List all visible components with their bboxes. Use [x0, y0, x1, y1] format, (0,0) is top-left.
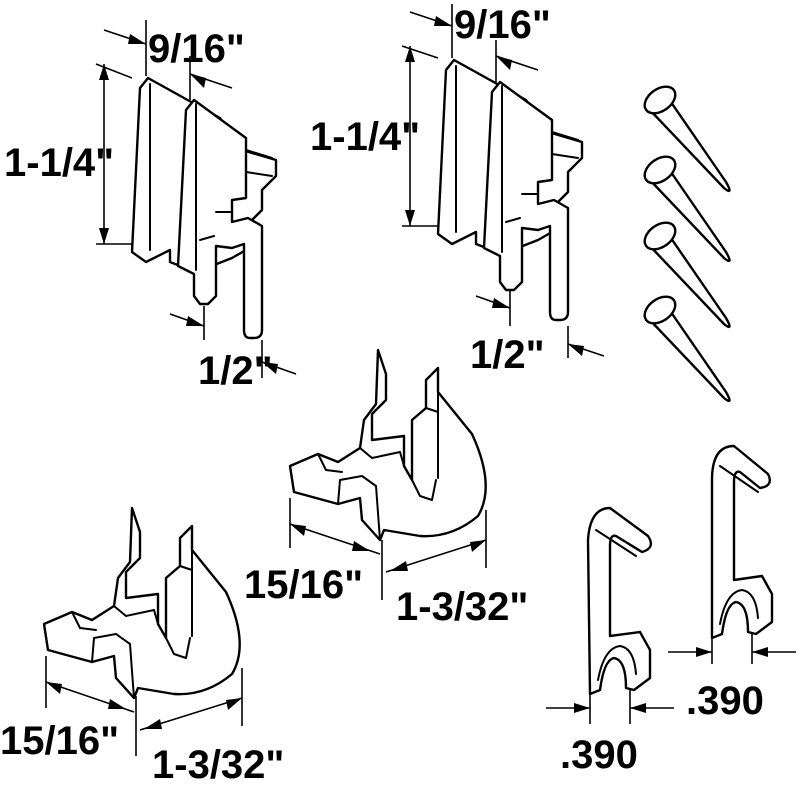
clip-left-width-label: 9/16": [148, 27, 245, 71]
pin-1: [643, 85, 731, 193]
guide-center-length-label: 1-3/32": [396, 585, 528, 629]
bracket-clip-right: 9/16" 1-1/4" 1/2": [310, 3, 605, 377]
hook-tall-edges: [719, 465, 759, 625]
clip-right-edges: [455, 65, 579, 253]
pins-group: [643, 85, 731, 403]
hook-short-body: [586, 506, 653, 696]
arrow-left: [190, 74, 206, 88]
pin-4: [643, 295, 731, 403]
hook-short-width-label: .390: [560, 733, 638, 777]
arrow-up: [99, 64, 109, 80]
clip-right-width-label: 9/16": [454, 3, 551, 47]
clip-left-edges: [149, 83, 273, 271]
guide-left-width-label: 15/16": [0, 719, 119, 763]
pin-2: [643, 155, 731, 263]
hook-tall-body: [710, 444, 774, 640]
guide-center-body: [288, 348, 487, 542]
guide-center-edges: [289, 367, 439, 541]
arrow-down: [99, 228, 109, 244]
pin-3: [643, 221, 731, 329]
clip-right-height-label: 1-1/4": [310, 115, 420, 159]
guide-left-edges: [43, 525, 193, 699]
guide-left-body: [42, 506, 241, 700]
clip-left-height-label: 1-1/4": [4, 141, 114, 185]
guide-center-width-label: 15/16": [244, 563, 363, 607]
hook-tall: .390: [668, 444, 796, 723]
guide-left-length-label: 1-3/32": [152, 743, 284, 787]
hook-short-edges: [595, 529, 637, 681]
arrow-right: [128, 34, 146, 44]
clip-left-pin-label: 1/2": [198, 349, 273, 393]
hook-tall-width-label: .390: [686, 679, 764, 723]
floor-guide-left: 15/16" 1-3/32": [0, 506, 284, 787]
hook-short: .390: [546, 506, 674, 777]
floor-guide-center: 15/16" 1-3/32": [244, 348, 528, 629]
bracket-clip-left: 9/16" 1-1/4" 1/2": [4, 20, 297, 393]
clip-right-pin-label: 1/2": [470, 333, 545, 377]
clip-right-front-plate: [482, 80, 570, 322]
clip-left-front-plate: [176, 98, 264, 340]
